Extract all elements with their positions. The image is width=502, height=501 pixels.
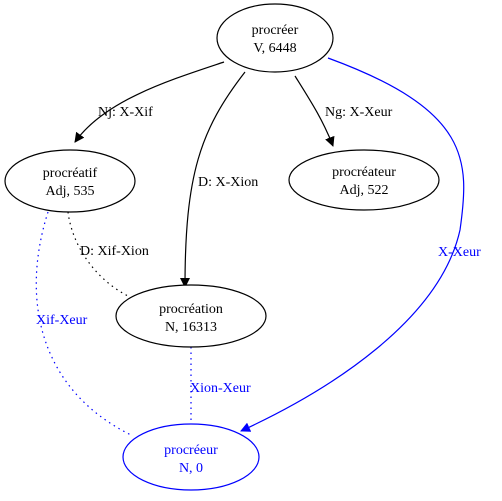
node-procreeur-word: procréeur bbox=[164, 443, 218, 458]
edge-x-xeur bbox=[240, 57, 465, 432]
node-procreeur: procréeur N, 0 bbox=[122, 423, 260, 491]
edge-label-xion-xeur: Xion-Xeur bbox=[190, 381, 251, 396]
node-procreer: procréer V, 6448 bbox=[216, 3, 334, 73]
node-procreation-word: procréation bbox=[159, 302, 223, 317]
node-procreatif-info: Adj, 535 bbox=[46, 184, 95, 199]
node-procreatif: procréatif Adj, 535 bbox=[4, 149, 136, 213]
node-procreateur: procréateur Adj, 522 bbox=[288, 149, 440, 211]
node-procreer-word: procréer bbox=[252, 23, 299, 38]
edge-nj-xif bbox=[74, 61, 225, 143]
node-procreer-info: V, 6448 bbox=[253, 41, 296, 56]
node-procreation: procréation N, 16313 bbox=[115, 284, 267, 348]
edge-label-xif-xeur: Xif-Xeur bbox=[36, 313, 88, 328]
node-procreation-info: N, 16313 bbox=[165, 320, 217, 335]
node-procreatif-word: procréatif bbox=[43, 166, 98, 181]
node-procreateur-info: Adj, 522 bbox=[340, 183, 389, 198]
edge-label-d-xif-xion: D: Xif-Xion bbox=[80, 244, 149, 259]
edge-label-nj-xif: Nj: X-Xif bbox=[98, 105, 153, 120]
edge-d-xion bbox=[180, 71, 246, 288]
edge-label-d-xion: D: X-Xion bbox=[198, 175, 258, 190]
node-procreeur-info: N, 0 bbox=[179, 461, 203, 476]
edge-label-ng-xeur: Ng: X-Xeur bbox=[325, 105, 393, 120]
edges bbox=[35, 57, 465, 436]
node-procreateur-word: procréateur bbox=[332, 165, 396, 180]
edge-labels: Nj: X-Xif D: X-Xion Ng: X-Xeur X-Xeur D:… bbox=[36, 105, 481, 396]
edge-ng-xeur bbox=[294, 75, 335, 147]
edge-label-x-xeur: X-Xeur bbox=[438, 245, 481, 260]
